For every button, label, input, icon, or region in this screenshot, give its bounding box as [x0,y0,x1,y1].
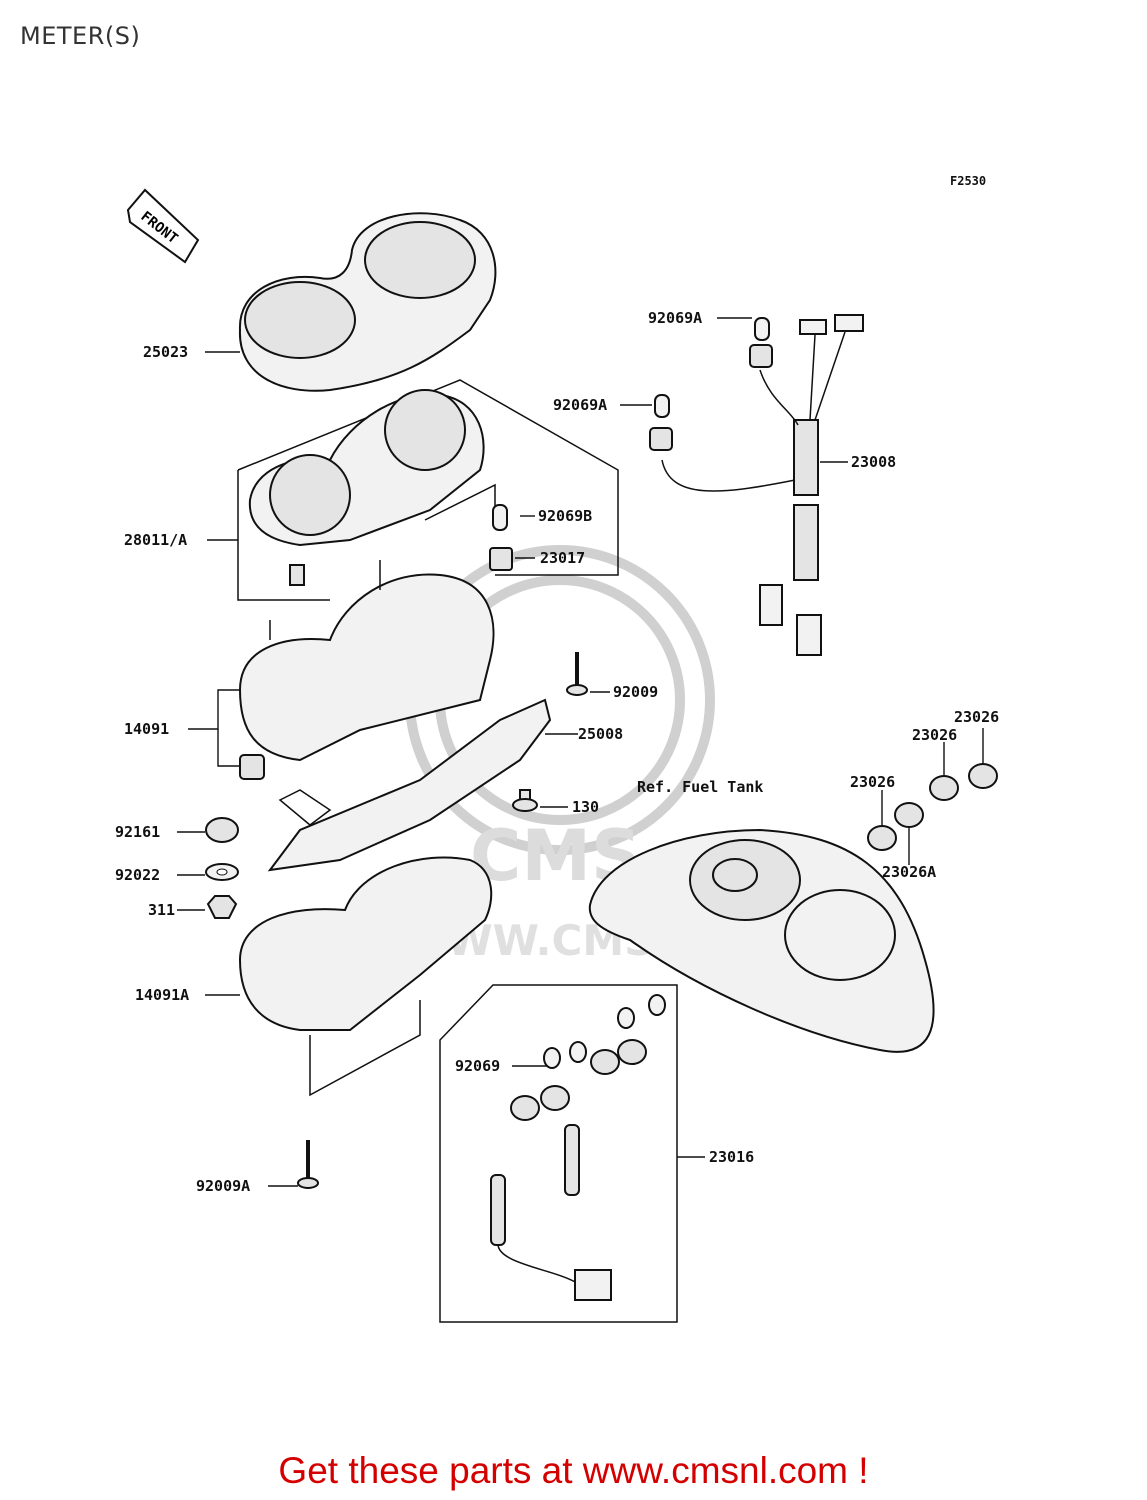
parts-diagram: CMS WWW.CMSNL.COM F2530 FRONT [115,174,999,1323]
gauge-assembly-28011a [237,379,619,601]
wiring-harness-23008 [649,314,864,656]
lamp-cap-23026-2 [929,775,959,801]
label-92069a-upper: 92069A [648,309,702,327]
label-23026-right: 23026 [954,708,999,726]
fuel-tank-reference [588,828,935,1053]
label-92069a-lower: 92069A [553,396,607,414]
screw-92009a [297,1140,319,1189]
indicator-harness-23016 [439,984,678,1323]
page-title: METER(S) [20,22,141,50]
lamp-cap-23026a [894,802,924,828]
leader-lines [177,317,984,1187]
label-25023: 25023 [143,343,188,361]
lower-cover-14091a [238,856,493,1097]
label-28011a: 28011/A [124,531,187,549]
label-23008: 23008 [851,453,896,471]
label-311: 311 [148,901,175,919]
label-23017: 23017 [540,549,585,567]
label-130: 130 [572,798,599,816]
label-92069: 92069 [455,1057,500,1075]
grommet-92161 [205,817,239,843]
meter-case-14091 [238,560,495,780]
figure-code: F2530 [950,174,986,188]
label-25008: 25008 [578,725,623,743]
label-14091a: 14091A [135,986,189,1004]
front-direction-arrow: FRONT [126,188,200,264]
washer-92022 [205,863,239,881]
label-23026-left: 23026 [850,773,895,791]
bracket-25008 [267,698,552,872]
label-ref-fuel-tank: Ref. Fuel Tank [637,778,763,796]
label-92161: 92161 [115,823,160,841]
lamp-cap-23026-1 [968,763,998,789]
label-14091: 14091 [124,720,169,738]
label-23016: 23016 [709,1148,754,1166]
label-92009: 92009 [613,683,658,701]
bolt-130 [512,789,538,812]
label-92069b: 92069B [538,507,592,525]
cta-banner[interactable]: Get these parts at www.cmsnl.com ! [278,1450,869,1491]
socket-23017 [489,547,513,571]
screw-92009 [566,652,588,696]
nut-311 [206,895,238,919]
label-92022: 92022 [115,866,160,884]
bulb-92069b [492,504,508,531]
lamp-cap-23026-3 [867,825,897,851]
label-23026-middle: 23026 [912,726,957,744]
meter-cover-25023 [238,212,497,392]
label-23026a: 23026A [882,863,936,881]
label-92009a: 92009A [196,1177,250,1195]
